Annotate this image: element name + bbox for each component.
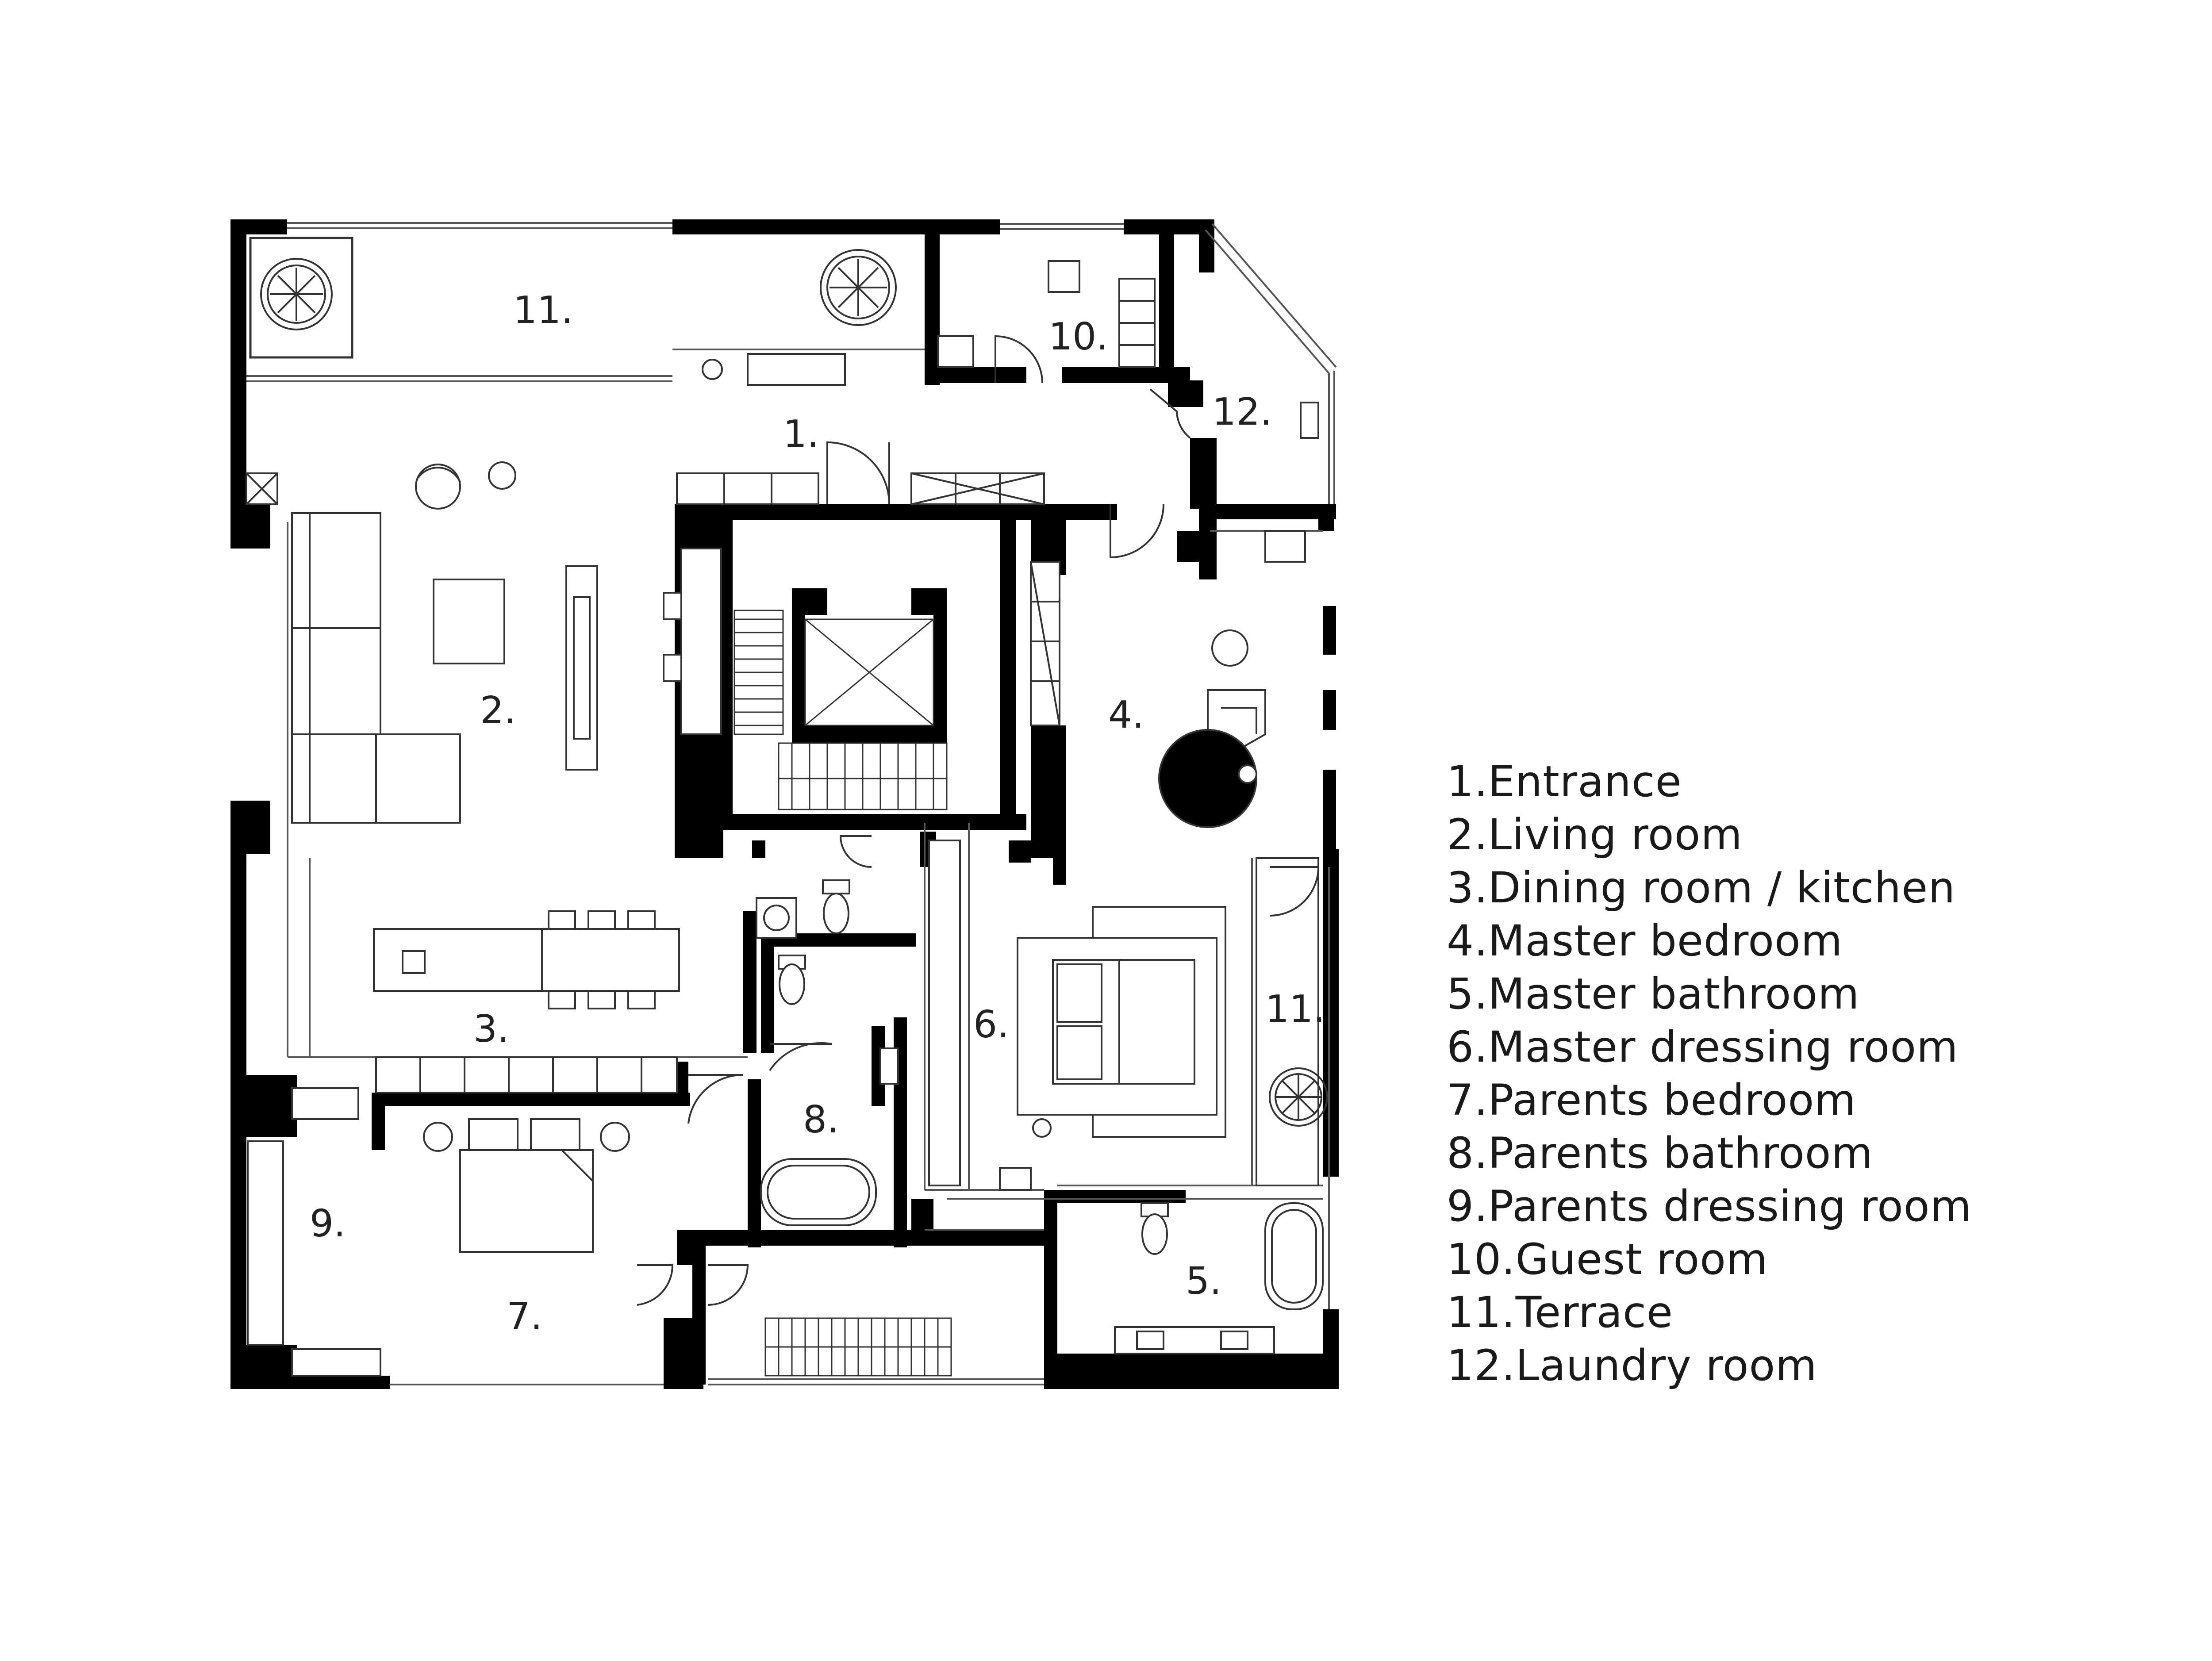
room-label-3: 3.	[473, 1007, 509, 1051]
door-icon	[637, 335, 1320, 1306]
walls	[230, 219, 1339, 1389]
legend-item-4: 4.Master bedroom	[1447, 916, 1843, 966]
bathtub-icon	[760, 1158, 1324, 1310]
sofa-icon	[291, 512, 598, 824]
legend-item-1: 1.Entrance	[1447, 757, 1682, 806]
sink-icon	[756, 402, 1319, 1354]
legend-item-8: 8.Parents bathroom	[1447, 1128, 1873, 1178]
room-label-8: 8.	[803, 1098, 839, 1142]
legend-item-7: 7.Parents bedroom	[1447, 1075, 1856, 1125]
toilet-icon	[778, 335, 1169, 1255]
room-label-11-right: 11.	[1265, 987, 1325, 1031]
armchair-icon	[415, 461, 1266, 753]
entrance-console	[702, 353, 846, 386]
room-label-2: 2.	[480, 689, 516, 733]
window-lines	[246, 222, 1337, 1385]
cabinets	[246, 472, 1319, 1377]
room-label-11-top: 11.	[513, 288, 573, 332]
room-label-4: 4.	[1108, 693, 1144, 737]
tree-icon	[249, 237, 1328, 1127]
legend-item-5: 5.Master bathroom	[1447, 969, 1860, 1019]
dining-set	[373, 548, 722, 1009]
legend-item-10: 10.Guest room	[1447, 1235, 1768, 1284]
guest-furniture	[999, 260, 1306, 1191]
room-labels: 1. 2. 3. 4. 5. 6. 7. 8. 9. 10. 11. 11. 1…	[310, 288, 1325, 1339]
legend-item-3: 3.Dining room / kitchen	[1447, 863, 1955, 913]
room-label-9: 9.	[310, 1202, 346, 1246]
room-label-7: 7.	[507, 1295, 542, 1339]
parents-bed-icon	[423, 1118, 630, 1253]
legend-item-12: 12.Laundry room	[1447, 1341, 1817, 1390]
room-label-12: 12.	[1212, 390, 1272, 434]
room-label-10: 10.	[1048, 315, 1108, 359]
stair-icon	[733, 610, 952, 1377]
legend-item-9: 9.Parents dressing room	[1447, 1181, 1972, 1231]
room-label-6: 6.	[973, 1003, 1009, 1047]
room-label-5: 5.	[1186, 1259, 1221, 1303]
bed-icon	[1017, 729, 1257, 1138]
legend-item-11: 11.Terrace	[1447, 1288, 1673, 1337]
room-label-1: 1.	[783, 412, 819, 456]
legend-item-6: 6.Master dressing room	[1447, 1022, 1959, 1072]
legend: 1.Entrance 2.Living room 3.Dining room /…	[1447, 757, 1972, 1390]
legend-item-2: 2.Living room	[1447, 810, 1743, 859]
